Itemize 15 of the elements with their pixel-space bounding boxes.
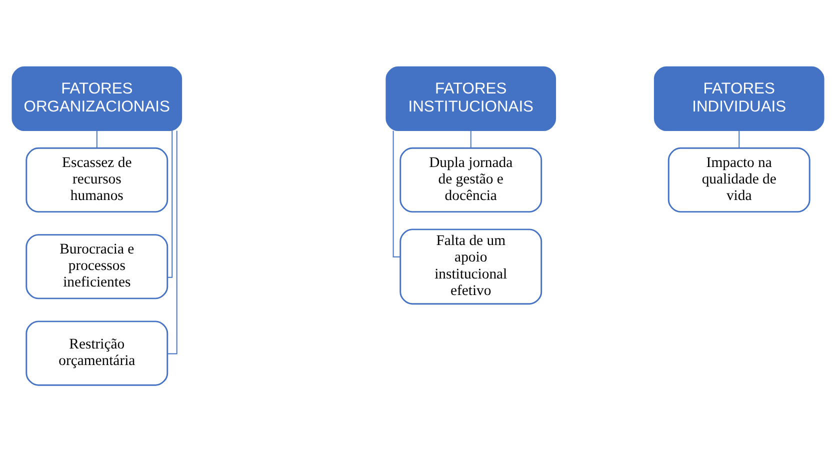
node-box: Restrição orçamentária [26, 320, 168, 386]
connector [470, 130, 472, 149]
node-box: Impacto na qualidade de vida [668, 147, 810, 213]
connector [167, 130, 173, 278]
node-box: FATORES INDIVIDUAIS [654, 66, 824, 132]
connector [167, 130, 178, 354]
connector [738, 130, 740, 149]
node-box: Burocracia e processos ineficientes [26, 234, 168, 300]
connector [392, 130, 401, 258]
connector [96, 130, 98, 149]
node-box: Dupla jornada de gestão e docência [400, 147, 542, 213]
node-box: Escassez de recursos humanos [26, 147, 168, 213]
node-box: FATORES ORGANIZACIONAIS [12, 66, 182, 132]
node-box: Falta de um apoio institucional efetivo [400, 228, 542, 305]
node-box: FATORES INSTITUCIONAIS [386, 66, 556, 132]
